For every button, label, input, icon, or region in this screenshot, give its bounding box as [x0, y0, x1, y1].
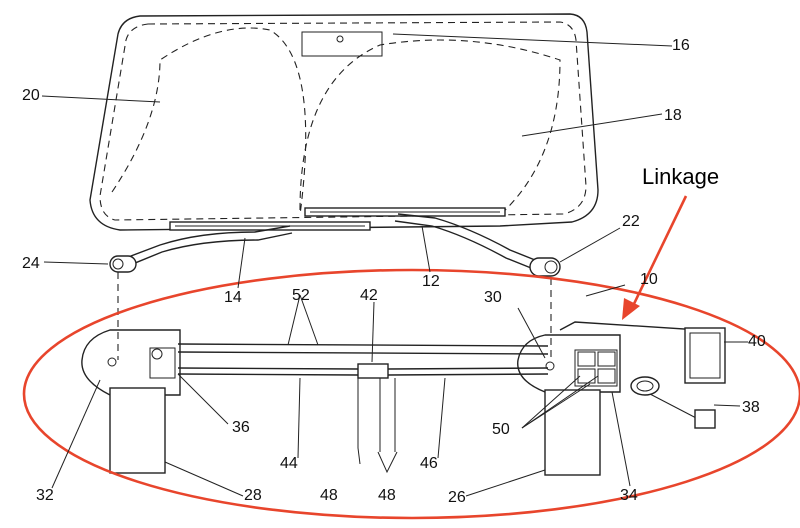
windshield	[89, 13, 599, 231]
ref-20: 20	[22, 87, 40, 104]
linkage-title: Linkage	[642, 164, 719, 189]
ref-10: 10	[640, 271, 658, 288]
ref-22: 22	[622, 213, 640, 230]
ref-40: 40	[748, 333, 766, 350]
ref-52: 52	[292, 287, 310, 304]
ref-24: 24	[22, 255, 40, 272]
leader-lines	[41, 33, 748, 497]
ref-34: 34	[620, 487, 638, 504]
ref-12: 12	[422, 273, 440, 290]
ref-30: 30	[484, 289, 502, 306]
ref-44: 44	[280, 455, 298, 472]
ref-28: 28	[244, 487, 262, 504]
linkage-arrow	[622, 195, 688, 320]
linkage-highlight-ellipse	[22, 268, 800, 520]
ref-48-right: 48	[378, 487, 396, 504]
ref-32: 32	[36, 487, 54, 504]
ref-14: 14	[224, 289, 242, 306]
ref-50: 50	[492, 421, 510, 438]
ref-36: 36	[232, 419, 250, 436]
mirror-mount	[301, 31, 383, 57]
wiper-assemblies	[109, 207, 561, 277]
ref-48-left: 48	[320, 487, 338, 504]
ref-38: 38	[742, 399, 760, 416]
ref-42: 42	[360, 287, 378, 304]
ref-16: 16	[672, 37, 690, 54]
ref-46: 46	[420, 455, 438, 472]
reference-numerals: 16 20 18 22 24 10 14 12 52 42 30 40 38 3…	[22, 37, 766, 506]
ref-18: 18	[664, 107, 682, 124]
ref-26: 26	[448, 489, 466, 506]
control-module-42	[357, 363, 389, 379]
drive-base	[81, 321, 726, 476]
